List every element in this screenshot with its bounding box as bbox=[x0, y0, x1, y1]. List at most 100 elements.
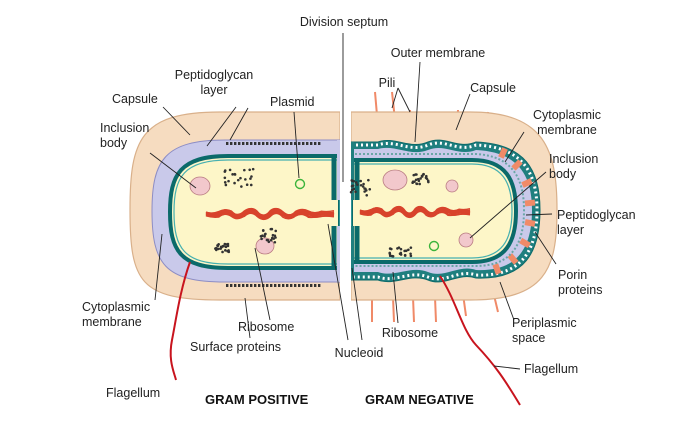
label-division-septum: Division septum bbox=[299, 15, 389, 29]
ribosome bbox=[219, 247, 222, 250]
ribosome bbox=[362, 182, 365, 186]
surface-protein bbox=[230, 284, 233, 287]
ribosome bbox=[390, 247, 393, 251]
surface-protein bbox=[286, 142, 289, 145]
ribosome bbox=[264, 232, 267, 236]
ribosome bbox=[224, 249, 227, 252]
ribosome bbox=[263, 234, 266, 238]
surface-protein bbox=[298, 142, 301, 145]
surface-protein bbox=[254, 142, 257, 145]
ribosome bbox=[226, 244, 230, 248]
surface-protein bbox=[290, 284, 293, 287]
label-ribosome-left: Ribosome bbox=[238, 320, 295, 334]
surface-protein bbox=[246, 142, 249, 145]
label-flagellum-right: Flagellum bbox=[524, 362, 579, 376]
ribosome bbox=[403, 254, 407, 257]
ribosome bbox=[368, 187, 372, 191]
ribosome bbox=[416, 177, 420, 181]
ribosome bbox=[250, 175, 253, 178]
ribosome bbox=[388, 254, 392, 258]
ribosome bbox=[233, 181, 236, 185]
label-inclusion-body-left: Inclusion body bbox=[100, 121, 150, 150]
surface-proteins-bottom bbox=[226, 284, 321, 287]
ribosome bbox=[367, 178, 370, 182]
ribosome bbox=[407, 248, 410, 252]
ribosome bbox=[397, 246, 401, 249]
surface-protein bbox=[266, 142, 269, 145]
ribosome bbox=[217, 242, 220, 246]
surface-protein bbox=[238, 142, 241, 145]
label-pili: Pili bbox=[378, 76, 396, 90]
label-surface-proteins: Surface proteins bbox=[190, 340, 282, 354]
ribosome bbox=[411, 180, 415, 183]
ribosome bbox=[274, 229, 278, 233]
ribosome bbox=[249, 177, 252, 180]
ribosome bbox=[221, 250, 224, 254]
nucleoid-left bbox=[205, 207, 335, 221]
surface-protein bbox=[274, 284, 277, 287]
plasmid-left bbox=[294, 178, 306, 190]
surface-protein bbox=[270, 284, 273, 287]
surface-protein bbox=[242, 284, 245, 287]
ribosome bbox=[409, 254, 413, 258]
surface-protein bbox=[314, 284, 317, 287]
surface-protein bbox=[246, 284, 249, 287]
ribosome bbox=[354, 190, 357, 194]
nucleoid-right bbox=[359, 205, 471, 219]
ribosome bbox=[233, 172, 237, 176]
surface-protein bbox=[290, 142, 293, 145]
surface-protein bbox=[310, 284, 313, 287]
cytoplasmic-membrane-right-inner bbox=[351, 163, 513, 259]
ribosome bbox=[361, 185, 365, 188]
peptidoglycan-layer-right bbox=[351, 153, 526, 267]
ribosome bbox=[349, 190, 353, 194]
ribosome bbox=[223, 242, 227, 246]
ribosome bbox=[226, 249, 229, 253]
label-capsule-right: Capsule bbox=[470, 81, 516, 95]
surface-protein bbox=[250, 142, 253, 145]
surface-protein bbox=[230, 142, 233, 145]
ribosomes bbox=[214, 167, 430, 258]
ribosome bbox=[399, 247, 403, 251]
ribosome bbox=[231, 173, 234, 176]
ribosome bbox=[214, 248, 218, 252]
surface-protein bbox=[318, 142, 321, 145]
ribosome bbox=[425, 177, 429, 180]
ribosome bbox=[227, 179, 230, 183]
ribosome bbox=[359, 179, 363, 183]
ribosome bbox=[351, 184, 355, 187]
surface-protein bbox=[306, 284, 309, 287]
ribosome bbox=[419, 177, 422, 180]
ribosome bbox=[260, 237, 263, 241]
label-inclusion-body-right: Inclusion body bbox=[549, 152, 599, 181]
ribosome bbox=[251, 167, 255, 171]
ribosome bbox=[399, 251, 403, 255]
cytoplasmic-membrane-left-inner bbox=[173, 159, 340, 265]
surface-protein bbox=[282, 142, 285, 145]
gram-positive-cell bbox=[129, 111, 340, 301]
ribosome bbox=[222, 244, 225, 248]
surface-protein bbox=[266, 284, 269, 287]
outer-membrane-dots bbox=[351, 141, 539, 281]
surface-protein bbox=[238, 284, 241, 287]
ribosome bbox=[244, 178, 247, 181]
surface-protein bbox=[274, 142, 277, 145]
title-gram-negative: GRAM NEGATIVE bbox=[365, 392, 474, 407]
label-peptidoglycan-left: Peptidoglycan layer bbox=[174, 68, 254, 97]
ribosome bbox=[409, 246, 413, 249]
ribosome bbox=[228, 168, 232, 172]
label-periplasmic-space: Periplasmic space bbox=[512, 316, 577, 345]
ribosome bbox=[391, 254, 395, 258]
gram-negative-cell bbox=[351, 111, 558, 301]
surface-protein bbox=[298, 284, 301, 287]
ribosome bbox=[243, 168, 246, 172]
label-plasmid: Plasmid bbox=[270, 95, 315, 109]
surface-protein bbox=[294, 142, 297, 145]
ribosome bbox=[240, 185, 243, 188]
label-flagellum-left: Flagellum bbox=[106, 386, 161, 400]
surface-protein bbox=[278, 142, 281, 145]
ribosome bbox=[248, 168, 251, 172]
label-nucleoid: Nucleoid bbox=[334, 346, 384, 360]
ribosome bbox=[265, 238, 269, 242]
